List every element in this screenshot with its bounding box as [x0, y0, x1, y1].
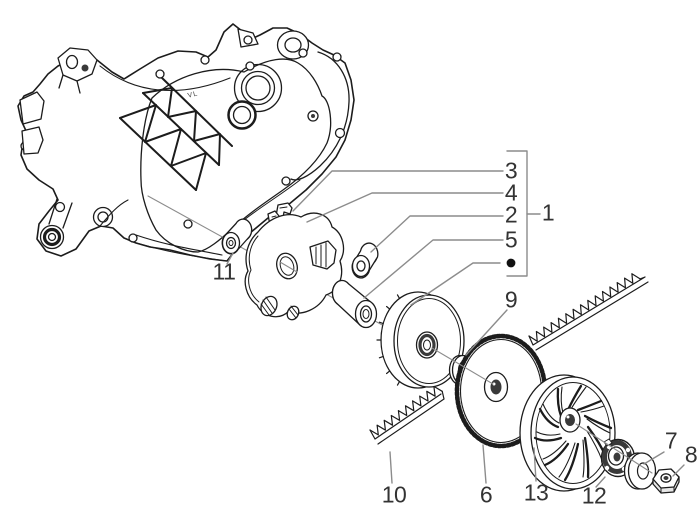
axis-overlay-front [431, 347, 494, 385]
callout-1: 1 [541, 199, 555, 226]
flange-nut [652, 468, 680, 494]
callout-4: 4 [504, 179, 518, 206]
callout-leader-lines [226, 150, 685, 488]
fan-pulley-half [519, 374, 616, 492]
callout-6: 6 [479, 481, 493, 508]
ramp-plate [244, 212, 345, 321]
callout-12: 12 [581, 482, 607, 509]
callout-10: 10 [381, 481, 407, 508]
callout-7: 7 [664, 427, 678, 454]
bullet-marker [506, 258, 516, 268]
callout-2: 2 [504, 201, 518, 228]
crankcase-drawing [17, 23, 355, 262]
callout-9: 9 [504, 286, 518, 313]
axis-through-plate-hole [279, 261, 298, 273]
callout-5: 5 [504, 226, 518, 253]
drive-belt-upper-segment [528, 273, 649, 351]
callout-3: 3 [504, 157, 518, 184]
callout-11: 11 [212, 258, 236, 285]
spacer-sleeve [331, 279, 378, 329]
axis-overlay-rear [575, 423, 653, 474]
callout-8: 8 [684, 441, 698, 468]
spacer-roller [221, 218, 253, 255]
callout-13: 13 [523, 479, 549, 506]
drive-pulley-half [376, 291, 465, 389]
drive-belt-lower-segment [369, 385, 445, 445]
